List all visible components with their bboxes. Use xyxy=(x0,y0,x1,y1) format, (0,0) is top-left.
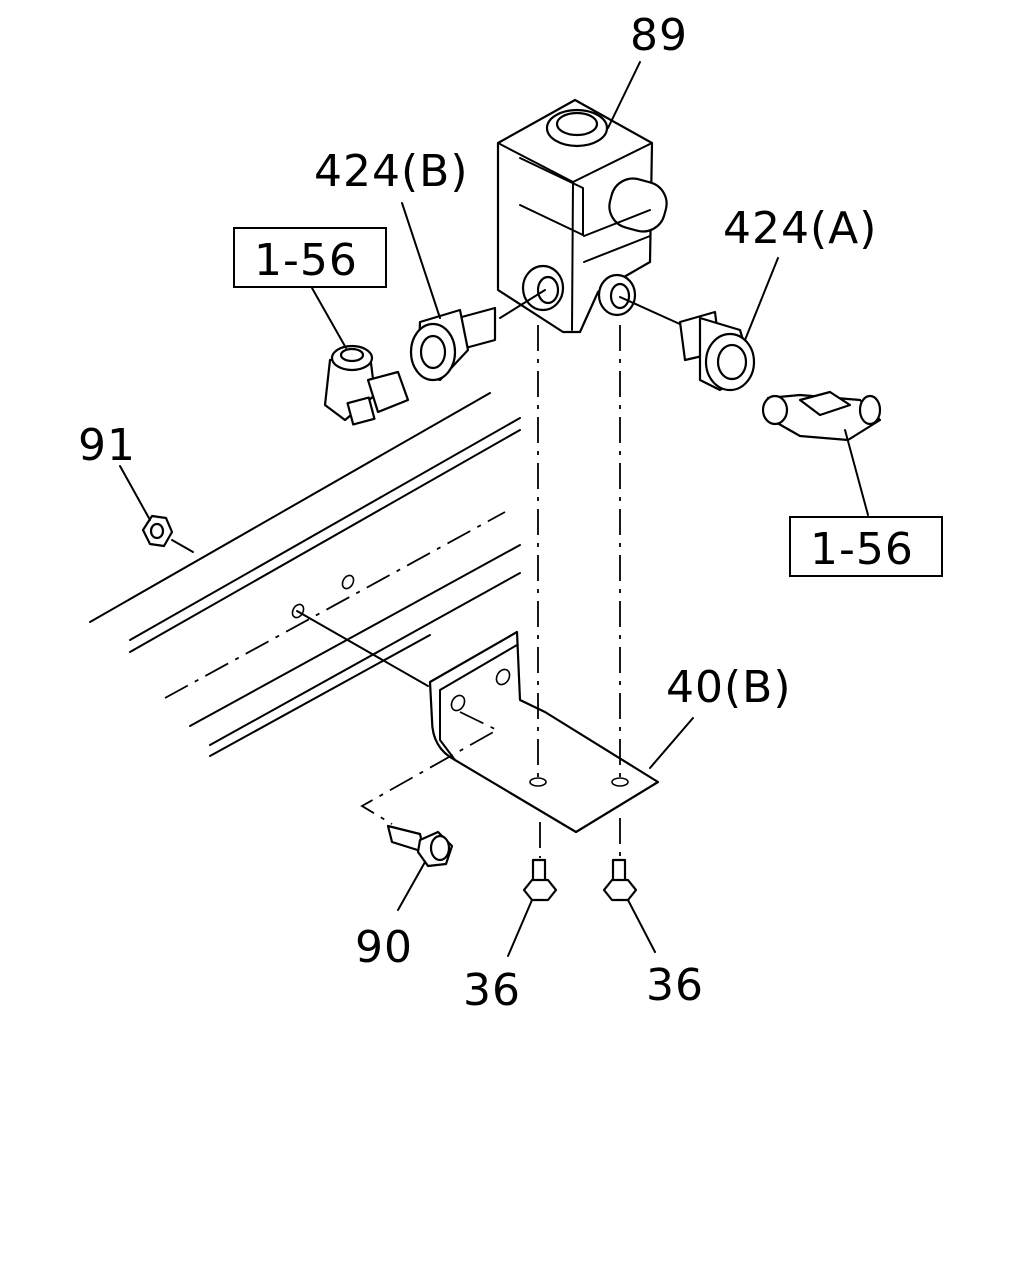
bracket-40b xyxy=(428,630,660,834)
leader-lines xyxy=(119,61,869,957)
bolt-axis-line xyxy=(296,610,429,687)
connector-424a xyxy=(678,310,756,392)
label-91: 91 xyxy=(78,420,136,471)
elbow-fitting-right xyxy=(761,390,882,442)
label-90: 90 xyxy=(355,922,413,973)
valve-block xyxy=(496,98,668,334)
ref-box-right xyxy=(789,516,943,577)
bolt-36-left xyxy=(522,822,558,902)
label-ref-left: 1-56 xyxy=(254,235,358,286)
label-424b: 424(B) xyxy=(314,146,469,197)
label-40b: 40(B) xyxy=(666,662,792,713)
connector-424b xyxy=(409,306,497,382)
label-36-left: 36 xyxy=(463,965,521,1016)
frame-rail xyxy=(89,392,521,757)
label-89: 89 xyxy=(630,10,688,61)
bolt-36-right xyxy=(602,818,638,902)
ref-box-left xyxy=(233,227,387,288)
nut-91 xyxy=(141,514,194,553)
label-ref-right: 1-56 xyxy=(810,524,914,575)
label-36-right: 36 xyxy=(646,960,704,1011)
port-leader-left xyxy=(499,289,546,319)
bolt-path-line xyxy=(360,711,499,825)
label-424a: 424(A) xyxy=(723,203,877,254)
elbow-fitting-left xyxy=(323,344,410,426)
port-leader-right xyxy=(619,296,683,326)
bolt-90 xyxy=(386,824,454,868)
